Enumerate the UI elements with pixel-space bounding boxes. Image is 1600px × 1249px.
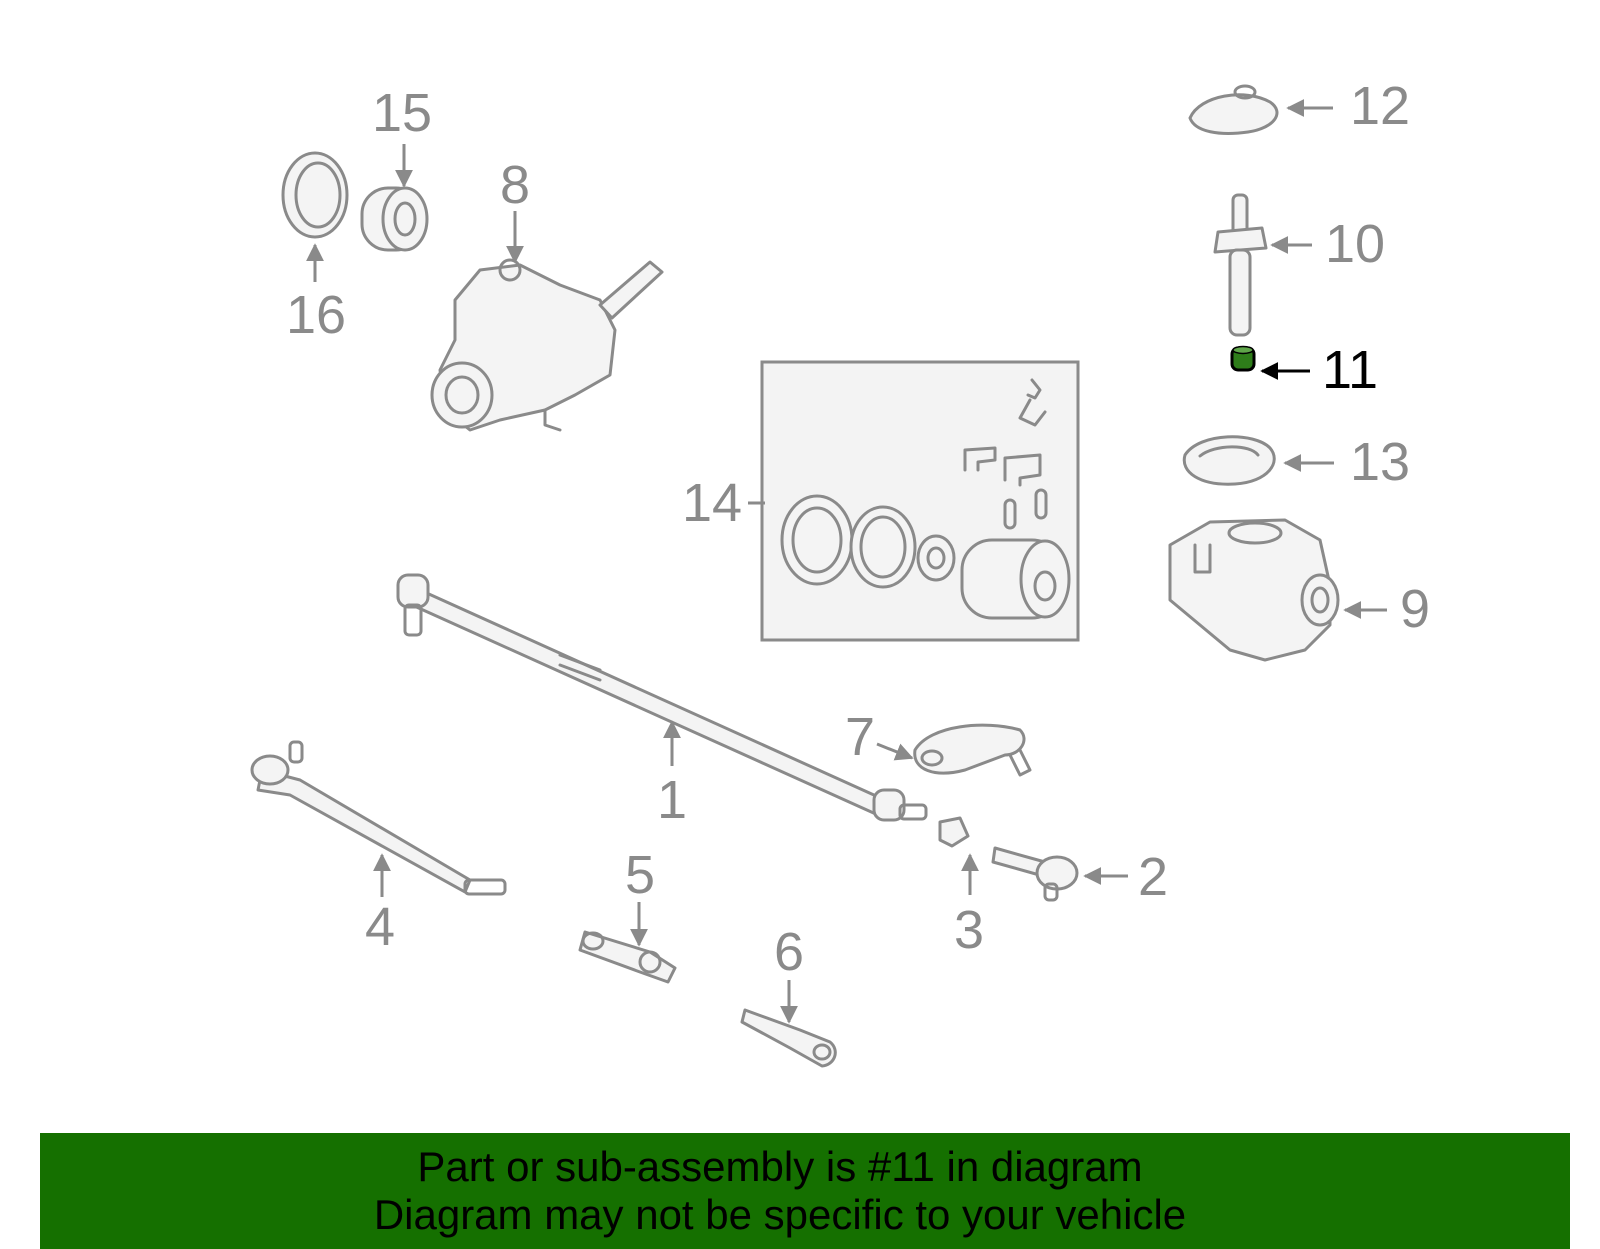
banner-line-2: Diagram may not be specific to your vehi… <box>373 1191 1187 1238</box>
callout-10: 10 <box>1325 214 1385 274</box>
part-8-steering-gear <box>430 258 664 432</box>
part-13-gasket <box>1182 435 1276 486</box>
part-7-pitman-arm <box>913 723 1032 777</box>
callout-3: 3 <box>954 900 984 960</box>
callout-15: 15 <box>372 83 432 143</box>
part-10-sector-shaft <box>1213 193 1268 337</box>
callout-16: 16 <box>286 285 346 345</box>
callout-2: 2 <box>1138 847 1168 907</box>
parts-diagram: 15 16 8 12 10 11 13 9 14 1 7 4 5 6 3 2 <box>250 76 1430 1068</box>
info-banner: Part or sub-assembly is #11 in diagram D… <box>40 1133 1570 1249</box>
callout-4: 4 <box>365 897 395 957</box>
leader-7 <box>876 742 914 761</box>
part-16-seal-ring <box>281 151 349 239</box>
callout-1: 1 <box>657 770 687 830</box>
part-5-adjuster-sleeve <box>578 930 677 984</box>
part-14-seal-kit <box>760 360 1080 642</box>
part-9-gear-housing <box>1168 518 1340 662</box>
callout-5: 5 <box>625 845 655 905</box>
callout-6: 6 <box>774 922 804 982</box>
callout-9: 9 <box>1400 579 1430 639</box>
part-15-bearing <box>360 186 429 252</box>
callout-14: 14 <box>682 473 742 533</box>
part-11-bushing <box>1230 345 1256 372</box>
part-1-center-link <box>396 573 928 822</box>
banner-line-1: Part or sub-assembly is #11 in diagram <box>417 1143 1143 1190</box>
part-2-tie-rod-end <box>991 846 1079 902</box>
callout-13: 13 <box>1350 432 1410 492</box>
callout-8: 8 <box>500 155 530 215</box>
part-4-tie-rod <box>250 740 507 896</box>
callout-12: 12 <box>1350 76 1410 136</box>
callout-11: 11 <box>1322 340 1378 400</box>
callout-7: 7 <box>845 707 875 767</box>
part-3-nut <box>938 816 970 848</box>
part-12-cover <box>1188 84 1279 135</box>
part-6-stud <box>740 1008 837 1068</box>
